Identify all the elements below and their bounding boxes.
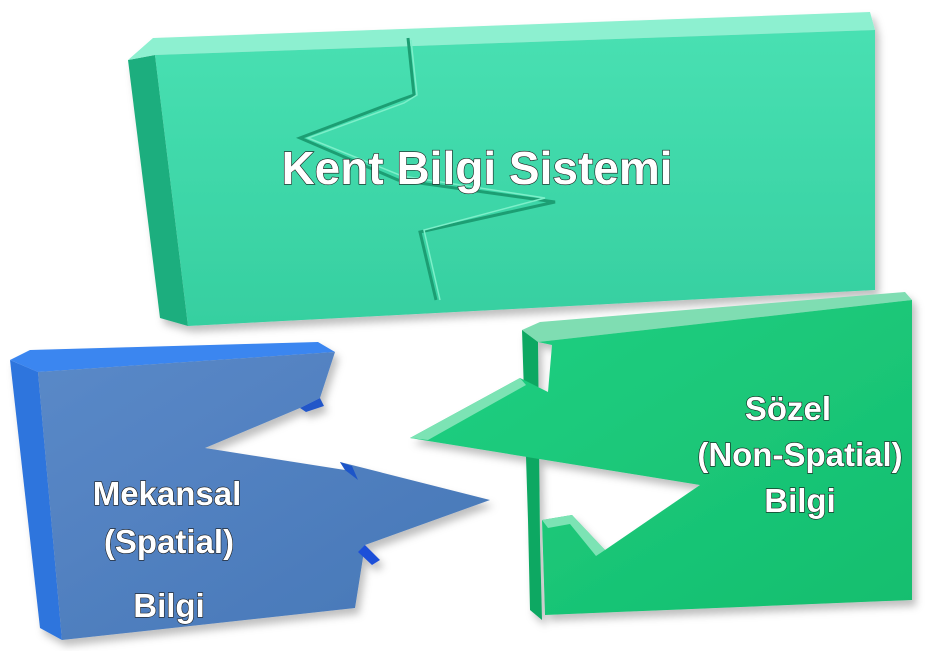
right-piece-notch-bevel (542, 515, 605, 556)
right-piece-line2: (Non-Spatial) (697, 436, 902, 473)
right-piece-left-side (522, 330, 542, 620)
left-piece-left-side (10, 360, 62, 640)
top-puzzle-piece: Kent Bilgi Sistemi (128, 12, 875, 326)
right-puzzle-piece: Sözel (Non-Spatial) Bilgi (410, 292, 912, 620)
left-piece-line2: (Spatial) (104, 523, 234, 560)
top-piece-top-side (128, 12, 875, 60)
top-piece-front-face (155, 30, 875, 326)
right-piece-top-side (522, 292, 912, 342)
left-piece-line3: Bilgi (133, 587, 205, 624)
right-piece-front-face (410, 300, 912, 615)
left-piece-front-face (38, 352, 490, 640)
top-piece-title: Kent Bilgi Sistemi (281, 142, 672, 194)
left-piece-line1: Mekansal (93, 475, 242, 512)
top-piece-left-side (128, 55, 188, 326)
left-piece-arrow-bevel-bottom (358, 545, 380, 565)
right-piece-arrow-highlight (410, 378, 526, 440)
left-piece-notch-bevel-top (300, 398, 324, 412)
top-piece-puzzle-seam-highlight (305, 39, 546, 301)
left-piece-top-side (10, 342, 335, 372)
right-piece-line3: Bilgi (764, 482, 836, 519)
left-piece-arrow-bevel-top (340, 462, 358, 480)
left-puzzle-piece: Mekansal (Spatial) Bilgi (10, 342, 490, 640)
right-piece-line1: Sözel (745, 390, 831, 427)
top-piece-puzzle-seam (295, 37, 556, 301)
